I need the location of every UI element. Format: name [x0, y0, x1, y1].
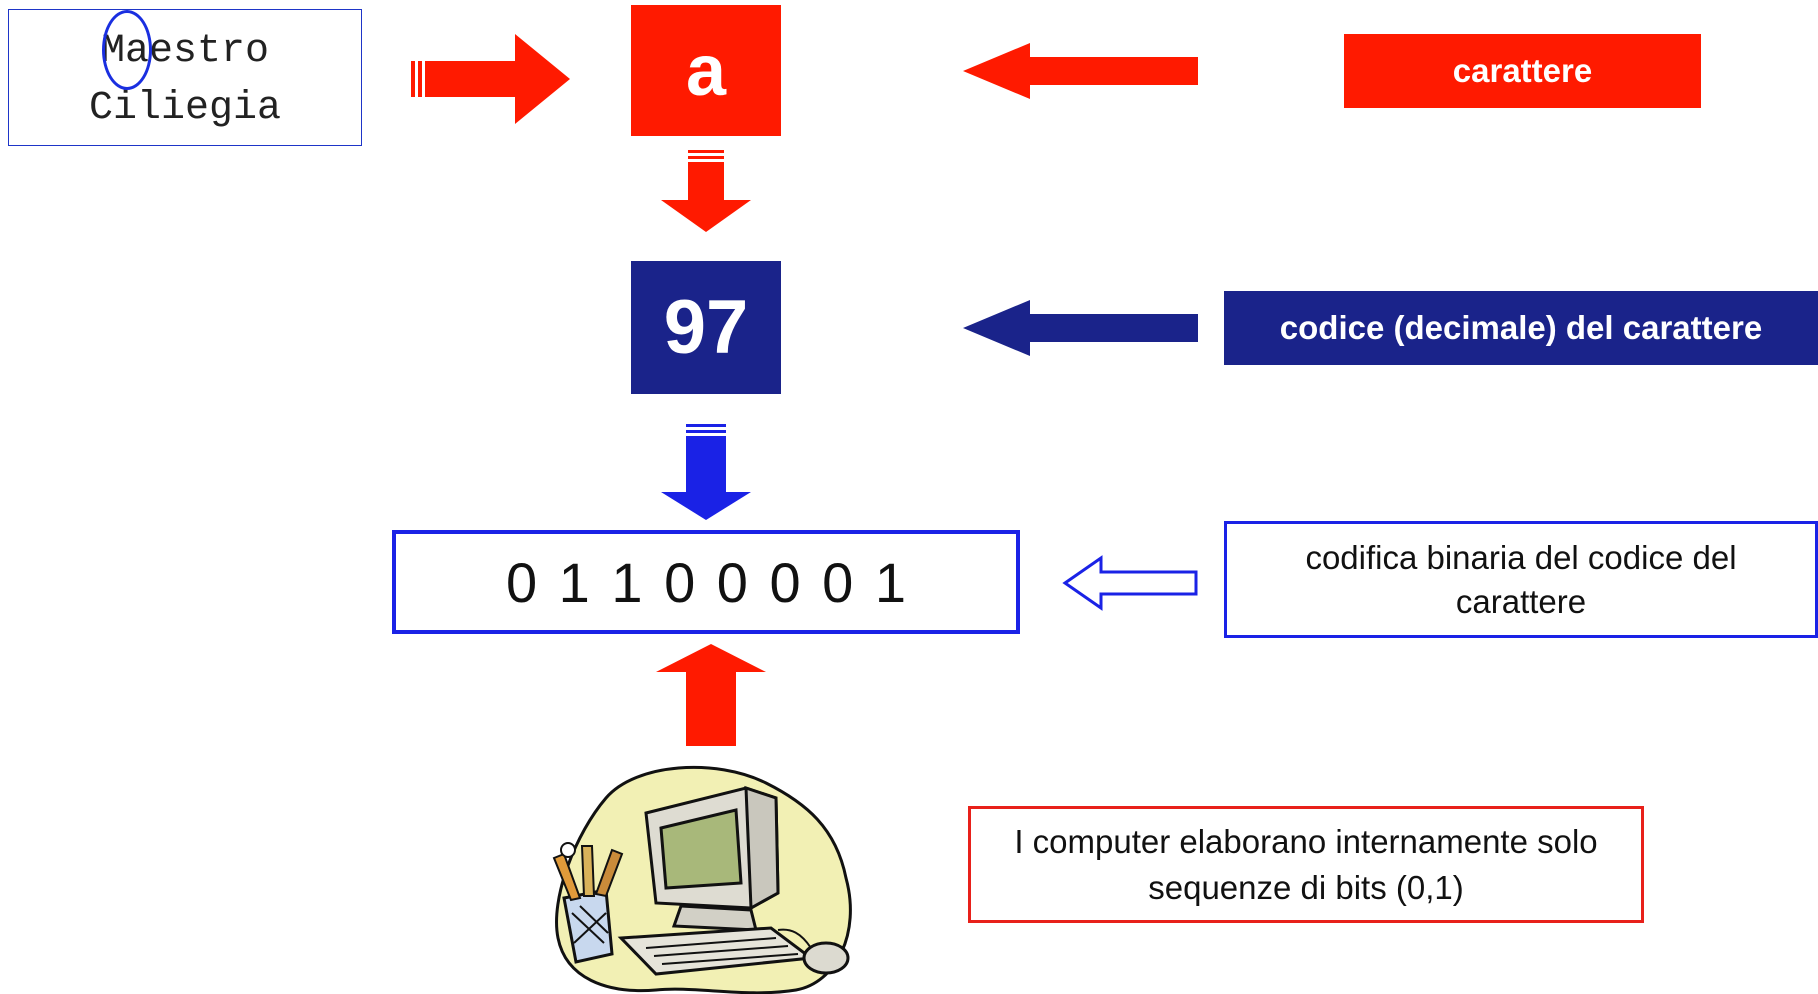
- letter-highlight-circle: [102, 10, 152, 90]
- binary-code-box: 0 1 1 0 0 0 0 1: [392, 530, 1020, 634]
- source-to-char-arrow-icon: [411, 34, 570, 124]
- binary-code-label: codifica binaria del codice del caratter…: [1224, 521, 1818, 638]
- char-to-code-arrow-icon: [661, 150, 751, 232]
- source-text-box: Maestro Ciliegia: [8, 9, 362, 146]
- code-to-binary-arrow-icon: [661, 424, 751, 520]
- decimal-code-box: 97: [631, 261, 781, 394]
- character-label: carattere: [1344, 34, 1701, 108]
- computer-clipart-icon: [552, 765, 852, 994]
- character-box: a: [631, 5, 781, 136]
- decimal-code-label: codice (decimale) del carattere: [1224, 291, 1818, 365]
- source-text-line-2: Ciliegia: [88, 86, 282, 131]
- source-text-line-1: Maestro: [100, 29, 270, 74]
- computer-to-binary-arrow-icon: [656, 644, 766, 746]
- code-label-arrow-icon: [963, 300, 1198, 356]
- binary-label-arrow-icon: [1062, 555, 1198, 611]
- computer-note-box: I computer elaborano internamente solo s…: [968, 806, 1644, 923]
- char-label-arrow-icon: [963, 43, 1198, 99]
